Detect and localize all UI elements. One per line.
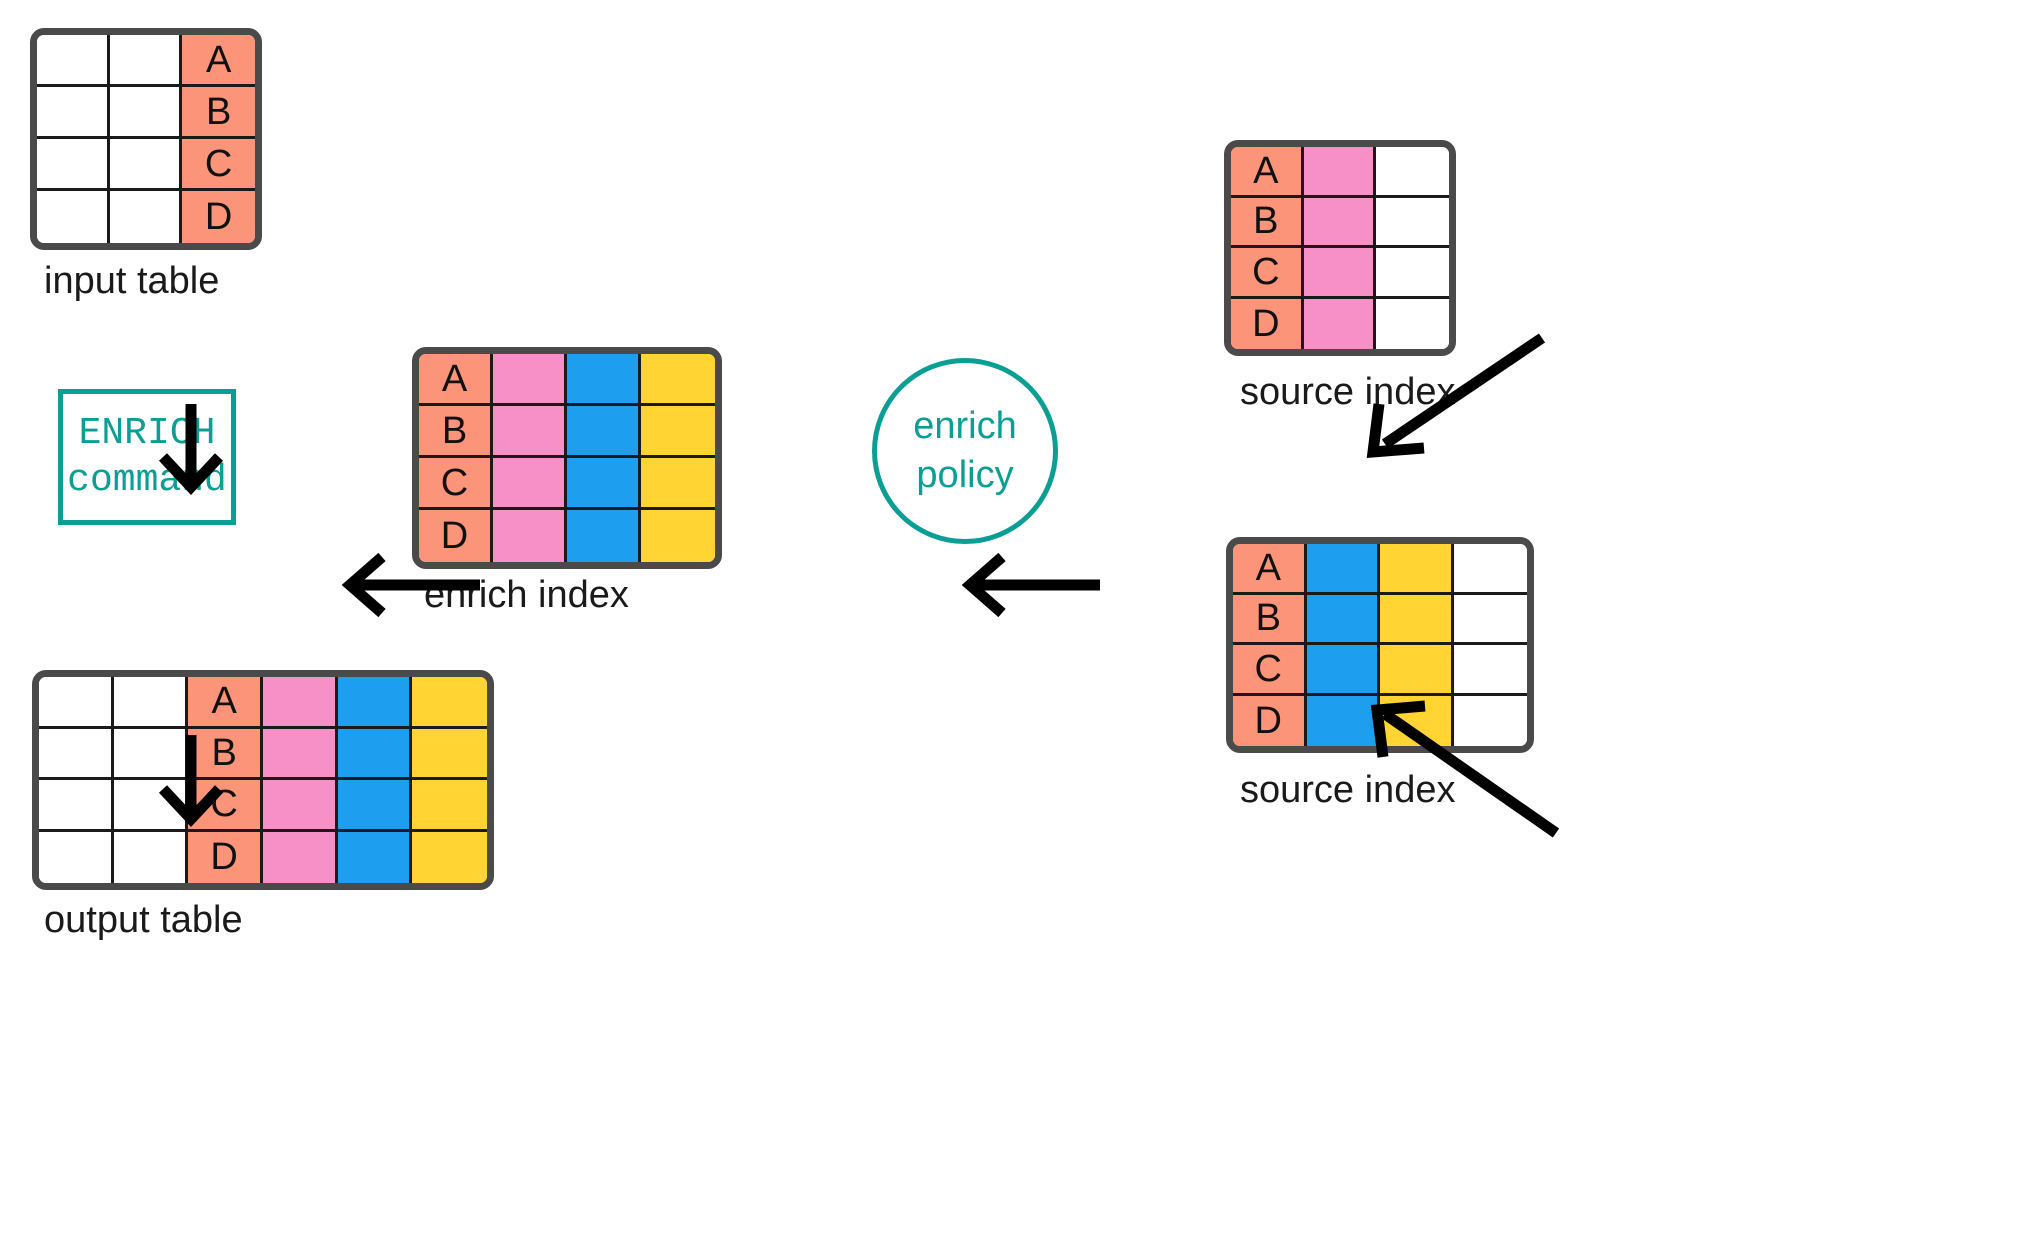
enrich-policy-line1: enrich (913, 404, 1017, 447)
table-cell (493, 510, 567, 562)
table-cell (567, 406, 641, 458)
table-cell: B (1231, 197, 1304, 248)
table-cell (412, 831, 487, 883)
arrow-policy-to-enrich-index (961, 552, 1100, 618)
table-cell (337, 780, 413, 832)
table-cell (37, 35, 110, 87)
table-cell (39, 780, 114, 832)
table-cell (1380, 645, 1454, 696)
table-cell (412, 677, 487, 729)
table-cell (1303, 147, 1377, 198)
table-cell: C (419, 458, 493, 510)
table-cell (113, 780, 189, 832)
enrich-command-line2: command (67, 459, 227, 502)
output-table-caption: output table (44, 899, 243, 941)
table-cell (262, 780, 338, 832)
table-cell (641, 354, 715, 406)
table-cell (37, 87, 110, 139)
enrich-command-box[interactable]: ENRICH command (58, 389, 236, 525)
table-cell (337, 677, 413, 729)
table-cell (1453, 594, 1527, 645)
enrich-index-caption: enrich index (424, 574, 629, 616)
table-cell: D (1231, 298, 1304, 349)
table-cell (37, 139, 110, 191)
table-cell (641, 458, 715, 510)
table-cell (1376, 197, 1449, 248)
table-cell: C (188, 780, 263, 832)
table-cell: C (1233, 645, 1307, 696)
table-cell (1376, 298, 1449, 349)
enrich-policy-circle[interactable]: enrich policy (872, 358, 1058, 544)
table-cell (262, 677, 338, 729)
table-cell (1380, 544, 1454, 595)
table-cell (37, 191, 110, 243)
table-cell (39, 677, 114, 729)
table-cell (412, 728, 487, 780)
table-cell: B (419, 406, 493, 458)
table-cell (1376, 147, 1449, 198)
table-cell (1453, 695, 1527, 746)
table-cell (1453, 544, 1527, 595)
table-cell (1303, 298, 1377, 349)
table-cell (1453, 645, 1527, 696)
table-cell (262, 728, 338, 780)
table-cell (412, 780, 487, 832)
table-cell (1306, 544, 1380, 595)
table-cell: A (419, 354, 493, 406)
table-cell: B (188, 728, 263, 780)
table-cell (337, 831, 413, 883)
table-cell (262, 831, 338, 883)
table-cell: A (1231, 147, 1304, 198)
table-cell: C (182, 139, 255, 191)
table-cell (109, 35, 183, 87)
table-cell (113, 677, 189, 729)
table-cell (1380, 695, 1454, 746)
table-cell: A (188, 677, 263, 729)
table-cell (567, 354, 641, 406)
table-cell (567, 458, 641, 510)
table-cell (567, 510, 641, 562)
table-cell (493, 354, 567, 406)
source-index-top-caption: source index (1240, 371, 1456, 413)
table-cell (39, 831, 114, 883)
input-table-caption: input table (44, 260, 220, 302)
table-cell (113, 728, 189, 780)
table-cell (1303, 197, 1377, 248)
source-index-bottom-caption: source index (1240, 769, 1456, 811)
table-cell (493, 458, 567, 510)
table-cell: D (419, 510, 493, 562)
table-cell (1306, 645, 1380, 696)
table-cell: A (1233, 544, 1307, 595)
table-cell (109, 191, 183, 243)
table-cell: D (188, 831, 263, 883)
table-cell (39, 728, 114, 780)
table-cell (1306, 594, 1380, 645)
table-cell: D (1233, 695, 1307, 746)
table-cell (113, 831, 189, 883)
table-cell (641, 406, 715, 458)
table-cell (337, 728, 413, 780)
table-cell: B (182, 87, 255, 139)
table-cell (641, 510, 715, 562)
table-cell (109, 87, 183, 139)
table-cell (493, 406, 567, 458)
table-cell (1303, 248, 1377, 299)
table-cell: A (182, 35, 255, 87)
table-cell: D (182, 191, 255, 243)
enrich-policy-line2: policy (916, 454, 1014, 496)
table-cell (1380, 594, 1454, 645)
table-cell (1306, 695, 1380, 746)
table-cell (1376, 248, 1449, 299)
table-cell: B (1233, 594, 1307, 645)
enrich-command-line1: ENRICH (78, 411, 216, 455)
table-cell: C (1231, 248, 1304, 299)
table-cell (109, 139, 183, 191)
